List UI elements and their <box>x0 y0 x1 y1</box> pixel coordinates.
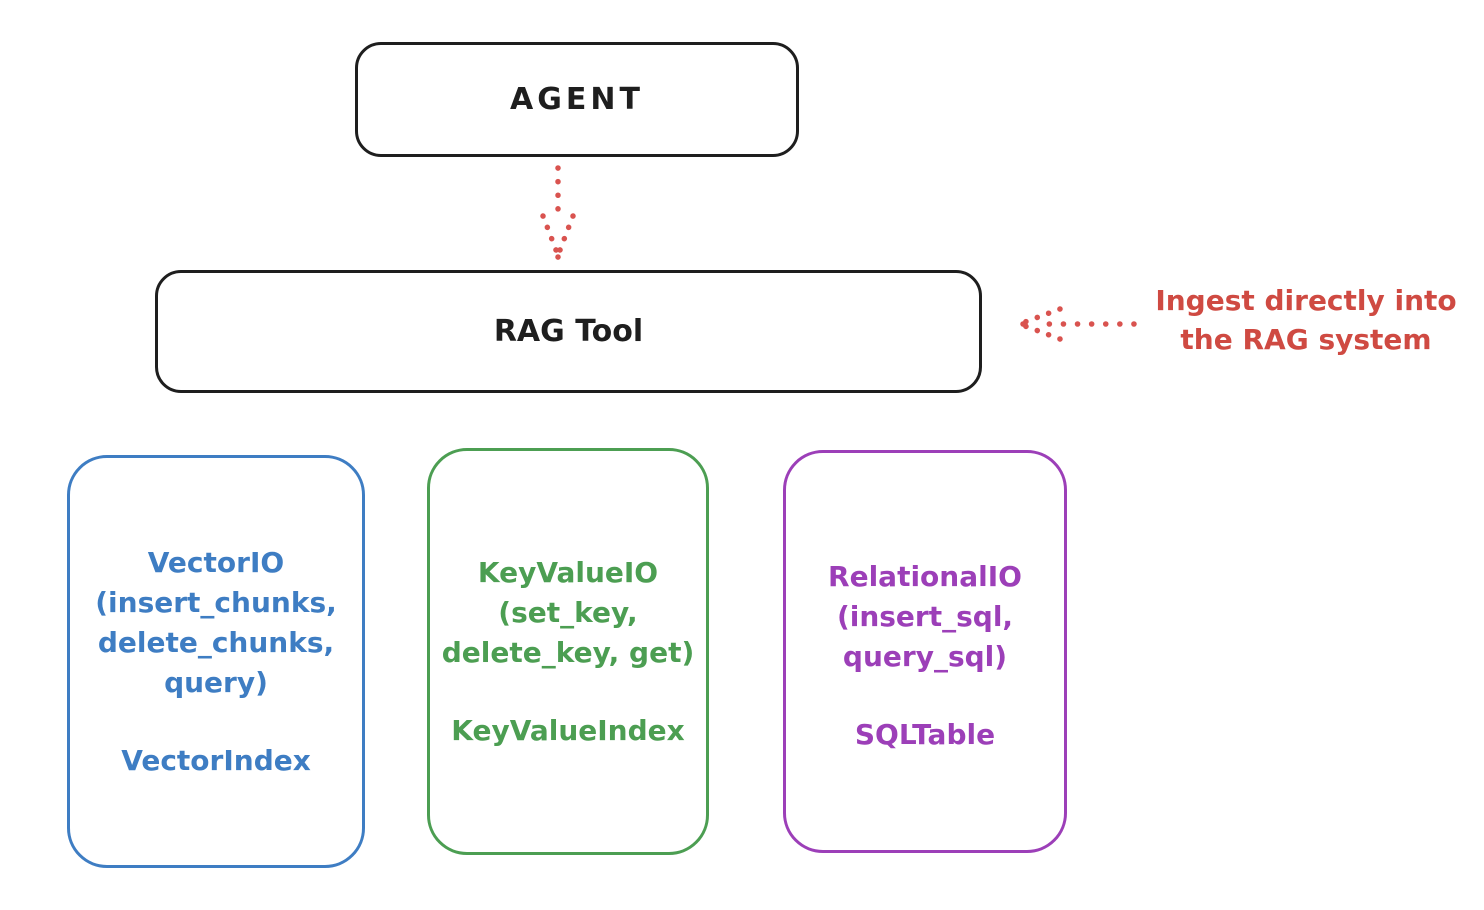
rag-tool-node: RAG Tool <box>155 270 982 393</box>
vector-io-title: VectorIO <box>147 546 285 579</box>
relational-io-box: RelationalIO (insert_sql, query_sql) SQL… <box>783 450 1067 853</box>
relational-io-title: RelationalIO <box>828 560 1022 593</box>
relational-io-method-line: (insert_sql, <box>836 600 1014 633</box>
agent-to-rag-tool-arrow <box>540 165 576 260</box>
key-value-io-title: KeyValueIO <box>477 556 659 589</box>
vector-index-label: VectorIndex <box>121 744 311 777</box>
key-value-index-label: KeyValueIndex <box>451 714 685 747</box>
agent-node: AGENT <box>355 42 799 157</box>
key-value-io-box: KeyValueIO (set_key, delete_key, get) Ke… <box>427 448 709 855</box>
relational-io-method-line: query_sql) <box>842 640 1008 673</box>
vector-io-box: VectorIO (insert_chunks, delete_chunks, … <box>67 455 365 868</box>
ingest-annotation-line2: the RAG system <box>1180 323 1432 356</box>
key-value-io-method-line: (set_key, <box>498 596 638 629</box>
vector-io-method-line: delete_chunks, <box>97 626 335 659</box>
ingest-annotation: Ingest directly into the RAG system <box>1138 281 1474 359</box>
key-value-io-method-line: delete_key, get) <box>441 636 695 669</box>
rag-tool-node-label: RAG Tool <box>493 314 644 349</box>
annotation-to-rag-tool-arrow <box>1020 306 1137 342</box>
agent-node-label: AGENT <box>510 82 644 117</box>
vector-io-method-line: (insert_chunks, <box>95 586 337 619</box>
sql-table-label: SQLTable <box>854 718 996 751</box>
ingest-annotation-line1: Ingest directly into <box>1155 284 1457 317</box>
vector-io-method-line: query) <box>164 666 268 699</box>
